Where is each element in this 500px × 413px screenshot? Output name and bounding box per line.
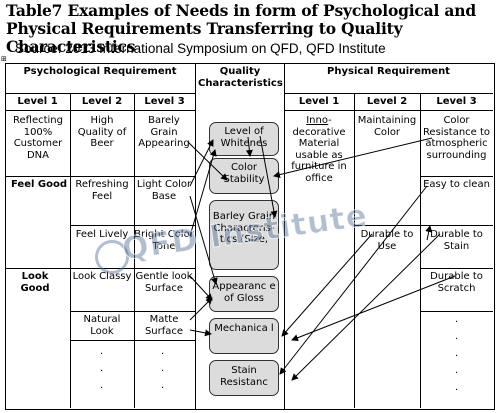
divider (354, 93, 355, 408)
divider (5, 93, 195, 94)
phys-l3-cell: Easy to clean (423, 179, 490, 190)
divider (5, 110, 195, 111)
ellipsis-dot: · (161, 366, 165, 377)
divider (5, 176, 195, 177)
phys-l3-cell: Durable to Stain (430, 229, 483, 252)
arrow-line (425, 225, 433, 241)
arrow-line (189, 329, 212, 337)
level-header: Level 2 (81, 96, 123, 107)
arrow-line (281, 233, 373, 337)
divider (134, 93, 135, 408)
arrow-line (187, 141, 228, 181)
arrow-line (291, 275, 456, 342)
ellipsis-dot: · (455, 334, 459, 345)
divider (420, 93, 421, 408)
level-header: Level 1 (17, 96, 58, 107)
divider (70, 311, 195, 312)
divider (420, 176, 493, 177)
arrow-line (279, 185, 428, 375)
arrow-line (259, 135, 278, 218)
ellipsis-dot: · (100, 349, 104, 360)
divider (70, 225, 195, 226)
source-note: Source: 2013 International Symposium on … (15, 41, 386, 56)
quality-characteristic-box: Barley Grain Characteris-tics (Size, (209, 200, 279, 270)
psych-l1-cell: Look Good (20, 271, 50, 294)
arrow-line (189, 195, 218, 285)
psych-l3-cell: Light Color Base (136, 179, 192, 202)
psych-l2-cell: Look Classy (72, 271, 132, 282)
ellipsis-dot: · (455, 317, 459, 328)
divider (284, 93, 493, 94)
table-title: Table7 Examples of Needs in form of Psyc… (6, 1, 476, 56)
divider (70, 93, 71, 408)
arrow-line (189, 275, 213, 301)
arrow-line (273, 137, 433, 178)
divider (420, 311, 493, 312)
quality-characteristic-box: Stain Resistanc (209, 360, 279, 396)
psych-l2-cell: Refreshing Feel (75, 179, 129, 202)
quality-characteristic-box: Appearanc e of Gloss (209, 276, 279, 312)
phys-l3-cell: Durable to Scratch (430, 271, 483, 294)
psych-l3-cell: Gentle look Surface (135, 271, 193, 294)
phys-l2-cell: Maintaining Color (357, 115, 417, 138)
level-header: Level 1 (298, 96, 340, 107)
quality-header: Quality Characteristics (198, 66, 283, 89)
ellipsis-dot: · (455, 351, 459, 362)
ellipsis-dot: · (455, 368, 459, 379)
watermark-logo-icon (95, 240, 129, 274)
ellipsis-dot: · (100, 383, 104, 394)
level-header: Level 2 (366, 96, 408, 107)
arrow-line (189, 297, 213, 321)
phys-l2-cell: Durable to Use (360, 229, 414, 252)
physical-header: Physical Requirement (327, 66, 450, 77)
physical-section (284, 63, 495, 410)
table-move-handle-icon[interactable]: ⊞ (1, 55, 7, 63)
psychological-header: Psychological Requirement (23, 66, 177, 77)
arrow-line (189, 149, 217, 237)
phys-l1-cell: Inno-decorative Material usable as furni… (286, 115, 352, 184)
divider (284, 110, 493, 111)
divider (420, 268, 493, 269)
psych-l2-cell: Feel Lively (75, 229, 129, 240)
psych-l1-cell: Reflecting 100% Customer DNA (13, 115, 63, 161)
psych-l2-cell: High Quality of Beer (77, 115, 127, 149)
ellipsis-dot: · (100, 366, 104, 377)
phys-l1-underlined: Inno (306, 115, 329, 126)
quality-characteristic-box: Level of Whitenes (209, 122, 279, 156)
phys-l3-cell: Color Resistance to atmospheric surround… (422, 115, 491, 161)
arrow-line (245, 136, 253, 157)
psych-l3-cell: Matte Surface (144, 314, 184, 337)
arrow-line (189, 139, 214, 187)
psych-l1-cell: Feel Good (11, 179, 68, 190)
psych-l3-cell: Bright Color Tone (134, 229, 194, 252)
level-header: Level 3 (436, 96, 477, 107)
phys-l1-rest: -decorative Material usable as furniture… (291, 115, 347, 184)
psych-l3-cell: Barely Grain Appearing (138, 115, 190, 149)
arrow-line (291, 233, 441, 381)
divider (70, 340, 195, 341)
ellipsis-dot: · (455, 385, 459, 396)
level-header: Level 3 (144, 96, 185, 107)
divider (354, 225, 493, 226)
psych-l2-cell: Natural Look (83, 314, 121, 337)
psychological-section (5, 63, 197, 410)
ellipsis-dot: · (161, 383, 165, 394)
ellipsis-dot: · (161, 349, 165, 360)
